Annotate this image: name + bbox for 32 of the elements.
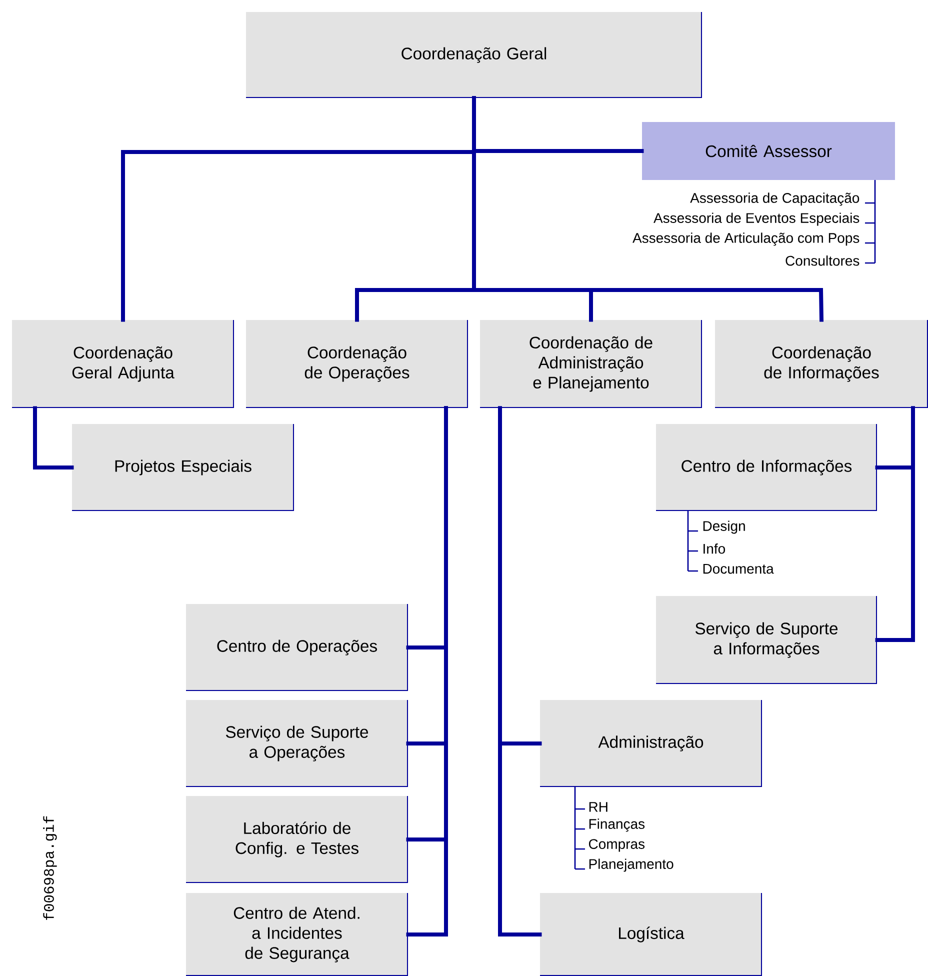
org-box: Coordenação de Administração e Planejamento xyxy=(480,320,702,408)
org-box: Centro de Informações xyxy=(656,424,877,511)
connector-line xyxy=(406,406,448,937)
org-box: Centro de Operações xyxy=(186,604,408,691)
org-box: Logística xyxy=(540,893,762,976)
sub-item-label: Documenta xyxy=(703,564,774,574)
org-box: Coordenação de Operações xyxy=(246,320,468,408)
org-box: Coordenação Geral Adjunta xyxy=(12,320,234,408)
org-box: Comitê Assessor xyxy=(642,122,895,180)
sub-item-label: Assessoria de Articulação com Pops xyxy=(632,232,860,246)
org-box: Serviço de Suporte a Informações xyxy=(656,596,877,684)
org-box: Administração xyxy=(540,700,762,787)
sub-item-label: Finanças xyxy=(589,818,645,832)
sub-item-label: RH xyxy=(589,802,608,812)
connector-line xyxy=(33,406,74,470)
org-box: Coordenação de Informações xyxy=(715,320,928,408)
org-box: Coordenação Geral xyxy=(246,12,702,98)
sub-item-label: Assessoria de Capacitação xyxy=(690,192,860,206)
file-name-label: f00698pa.gif xyxy=(43,816,57,920)
org-box: Projetos Especiais xyxy=(72,424,294,511)
sub-item-label: Planejamento xyxy=(589,858,674,872)
sub-item-label: Assessoria de Eventos Especiais xyxy=(654,212,860,226)
org-box: Serviço de Suporte a Operações xyxy=(186,700,408,787)
org-box: Laboratório de Config. e Testes xyxy=(186,796,408,883)
sub-item-label: Info xyxy=(704,543,726,554)
sub-item-label: Design xyxy=(703,520,745,534)
connector-line xyxy=(472,96,824,322)
sub-item-label: Compras xyxy=(588,839,645,852)
org-box: Centro de Atend. a Incidentes de Segurança xyxy=(186,893,408,976)
sub-item-label: Consultores xyxy=(786,255,860,266)
connector-line xyxy=(875,406,915,642)
connector-line xyxy=(498,406,542,937)
